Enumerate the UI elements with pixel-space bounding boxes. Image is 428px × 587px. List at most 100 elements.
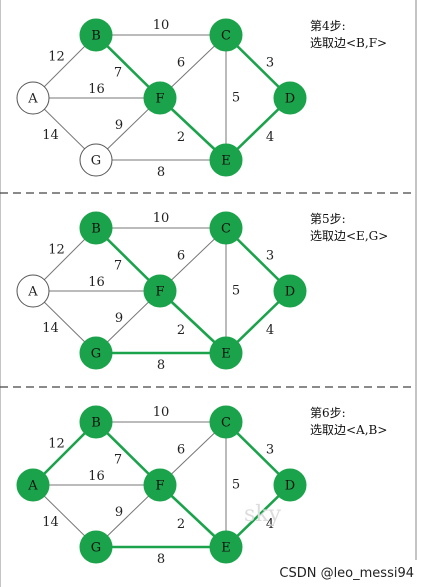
node-label: C [221, 222, 231, 237]
edge-weight-a-b: 12 [48, 437, 65, 452]
node-d: D [273, 81, 307, 115]
node-label: F [155, 479, 164, 494]
node-a: A [16, 81, 50, 115]
node-circle [79, 18, 113, 52]
node-label: E [221, 541, 231, 556]
edge-weight-b-f: 7 [114, 259, 122, 274]
edge-weight-c-f: 6 [177, 249, 185, 264]
edge-weight-b-c: 10 [153, 18, 170, 33]
edge-weight-c-f: 6 [177, 56, 185, 71]
edge-weight-a-f: 16 [88, 469, 105, 484]
edge-weight-c-d: 3 [266, 443, 274, 458]
edge-weight-a-f: 16 [88, 275, 105, 290]
node-e: E [209, 336, 243, 370]
node-circle [79, 336, 113, 370]
sky-watermark: sky [244, 502, 282, 527]
step-title: 第6步: [310, 406, 346, 420]
node-label: A [27, 92, 38, 107]
node-circle [143, 81, 177, 115]
node-f: F [143, 468, 177, 502]
node-d: D [273, 468, 307, 502]
step-subtitle: 选取边<E,G> [310, 229, 388, 243]
node-circle [79, 143, 113, 177]
node-circle [273, 468, 307, 502]
edge-weight-a-f: 16 [88, 82, 105, 97]
edge-weight-a-g: 14 [42, 515, 59, 530]
edge-weight-f-g: 9 [115, 118, 123, 133]
node-circle [209, 530, 243, 564]
step-subtitle: 选取边<B,F> [310, 36, 387, 50]
node-label: E [221, 347, 231, 362]
node-label: E [221, 154, 231, 169]
edge-weight-b-c: 10 [153, 405, 170, 420]
node-d: D [273, 274, 307, 308]
edge-weight-c-e: 5 [232, 478, 240, 493]
node-label: G [91, 347, 101, 362]
node-label: B [91, 416, 101, 431]
step-title: 第4步: [310, 19, 346, 33]
edge-weight-c-f: 6 [177, 443, 185, 458]
node-f: F [143, 274, 177, 308]
node-circle [16, 274, 50, 308]
node-a: A [16, 468, 50, 502]
node-label: B [91, 222, 101, 237]
node-label: A [27, 479, 38, 494]
edge-weight-a-b: 12 [48, 50, 65, 65]
edge-weight-b-f: 7 [114, 66, 122, 81]
node-circle [79, 405, 113, 439]
panel-dividers [0, 0, 417, 587]
node-f: F [143, 81, 177, 115]
edge-weight-g-e: 8 [157, 165, 165, 180]
edge-weight-c-e: 5 [232, 284, 240, 299]
node-circle [79, 530, 113, 564]
node-circle [143, 274, 177, 308]
node-label: F [155, 285, 164, 300]
node-circle [209, 405, 243, 439]
node-circle [209, 143, 243, 177]
node-g: G [79, 336, 113, 370]
node-circle [273, 274, 307, 308]
edge-weight-f-g: 9 [115, 311, 123, 326]
node-circle [143, 468, 177, 502]
node-c: C [209, 211, 243, 245]
node-c: C [209, 405, 243, 439]
step-title: 第5步: [310, 212, 346, 226]
node-b: B [79, 18, 113, 52]
edge-weight-b-f: 7 [114, 453, 122, 468]
edge-weight-d-e: 4 [266, 130, 274, 145]
node-label: A [27, 285, 38, 300]
edge-weight-f-g: 9 [115, 505, 123, 520]
node-e: E [209, 143, 243, 177]
edge-weight-f-e: 2 [177, 517, 185, 532]
edge-weight-c-d: 3 [266, 249, 274, 264]
edge-weight-f-e: 2 [177, 130, 185, 145]
node-b: B [79, 405, 113, 439]
node-circle [79, 211, 113, 245]
node-label: C [221, 416, 231, 431]
edge-weight-c-d: 3 [266, 56, 274, 71]
node-g: G [79, 143, 113, 177]
node-label: G [91, 154, 101, 169]
node-circle [209, 211, 243, 245]
node-circle [16, 81, 50, 115]
edge-weight-a-b: 12 [48, 243, 65, 258]
node-e: E [209, 530, 243, 564]
node-label: D [285, 92, 295, 107]
node-c: C [209, 18, 243, 52]
node-label: C [221, 29, 231, 44]
node-g: G [79, 530, 113, 564]
edge-weight-d-e: 4 [266, 517, 274, 532]
edge-weight-c-e: 5 [232, 91, 240, 106]
node-label: G [91, 541, 101, 556]
edge-weight-d-e: 4 [266, 323, 274, 338]
edge-weight-f-e: 2 [177, 323, 185, 338]
node-label: D [285, 479, 295, 494]
edge-weight-b-c: 10 [153, 211, 170, 226]
node-circle [209, 18, 243, 52]
node-circle [273, 81, 307, 115]
